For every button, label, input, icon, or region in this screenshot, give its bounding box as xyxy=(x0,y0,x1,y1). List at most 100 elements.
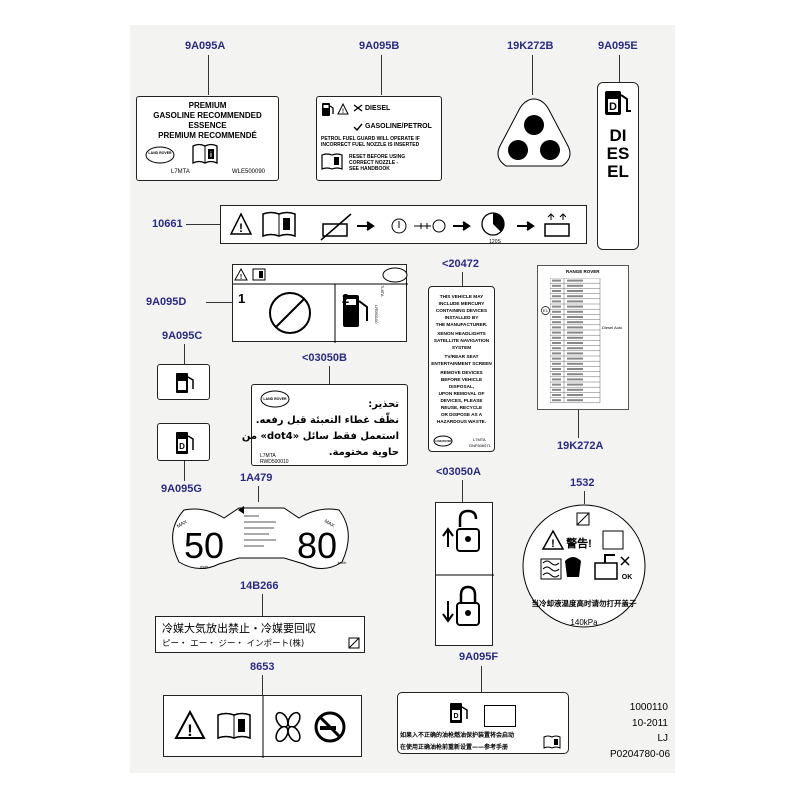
code-wle500090: WLE500090 xyxy=(232,169,266,175)
label-10661[interactable]: ! 120S xyxy=(220,205,587,245)
handbook-icon xyxy=(262,211,296,238)
label-9a095b[interactable]: ! DIESEL GASOLINE/PETROL PETROL FUEL GUA… xyxy=(316,96,442,181)
grid-cell-mark xyxy=(552,316,561,318)
callout-9a095f[interactable]: 9A095F xyxy=(459,651,499,663)
callout-9a095g[interactable]: 9A095G xyxy=(161,483,202,495)
grid-cell-mark xyxy=(552,399,561,402)
callout-8653[interactable]: 8653 xyxy=(250,661,275,673)
callout-9a095c[interactable]: 9A095C xyxy=(162,330,203,342)
svg-text:LAND ROVER: LAND ROVER xyxy=(148,151,172,155)
grid-cell-mark xyxy=(567,316,583,318)
footer-date: 10-2011 xyxy=(632,717,668,729)
black-dot xyxy=(524,115,544,135)
code-7l8ta: 7L8TA xyxy=(380,285,385,297)
label-03050b[interactable]: LAND ROVER تحذير: نظّف غطاء التعبئة قبل … xyxy=(241,384,408,466)
label-19k272b[interactable] xyxy=(494,96,574,170)
handbook-icon: i xyxy=(192,143,218,165)
reset-text-2: CORRECT NOZZLE - xyxy=(349,160,399,166)
code-lr050100: LR050100 xyxy=(374,305,379,324)
grid-cell-mark xyxy=(552,295,561,298)
grid-cell-mark xyxy=(567,321,583,324)
leader-line xyxy=(462,480,463,502)
leader-line xyxy=(381,55,382,95)
arrow-down-icon xyxy=(442,601,454,623)
label-9a095d[interactable]: ! 1 2 7L8TA LR050100 xyxy=(232,264,408,343)
callout-9a095b[interactable]: 9A095B xyxy=(359,40,400,52)
premium-recommende-text: PREMIUM RECOMMENDÉ xyxy=(158,131,257,140)
grid-cell-mark xyxy=(552,331,561,334)
svg-text:LAND ROVER: LAND ROVER xyxy=(435,440,452,443)
grid-cell-mark xyxy=(567,300,583,303)
grid-cell-mark xyxy=(567,336,583,339)
footer-initials: LJ xyxy=(657,733,668,744)
callout-1a479[interactable]: 1A479 xyxy=(240,472,273,484)
grid-cell-mark xyxy=(567,352,583,355)
code-l7mta: L7MTA xyxy=(473,437,486,442)
callout-19k272a[interactable]: 19K272A xyxy=(557,440,604,452)
callout-03050b[interactable]: <03050B xyxy=(302,352,347,364)
label-9a095c[interactable] xyxy=(157,364,210,400)
svg-text:D: D xyxy=(179,442,185,451)
grid-cell-mark xyxy=(552,383,561,386)
label-9a095a[interactable]: PREMIUM GASOLINE RECOMMENDED ESSENCE PRE… xyxy=(136,96,279,181)
pressure-text: 140kPa xyxy=(570,618,598,627)
callout-1532[interactable]: 1532 xyxy=(570,477,595,489)
label-1532[interactable]: ! 警告! OK 当冷却液温度高时请勿打开盖子 140kPa xyxy=(521,503,647,629)
svg-text:!: ! xyxy=(240,274,242,281)
radiator-cap-icon xyxy=(594,554,618,580)
label-03050a[interactable] xyxy=(435,502,494,646)
land-rover-logo-icon: LAND ROVER xyxy=(145,146,175,164)
fuel-pump-diesel-icon: D xyxy=(605,91,631,115)
callout-03050a[interactable]: <03050A xyxy=(436,466,481,478)
step-one-number: 1 xyxy=(238,291,246,306)
grid-cell-mark xyxy=(552,284,561,287)
grid-cell-mark xyxy=(552,310,561,313)
callout-19k272b[interactable]: 19K272B xyxy=(507,40,554,52)
label-9a095d-graphic: ! xyxy=(233,267,408,343)
no-smoking-icon xyxy=(314,711,346,743)
grid-cell-mark xyxy=(552,336,561,339)
code-rwd500010: RWD500010 xyxy=(260,459,289,465)
label-9a095f[interactable]: D 如果入不正确的油枪燃油保护装置将会启动 在使用正确油枪前重新设置——参考手册 xyxy=(397,692,569,754)
label-1a479[interactable]: 50 80 MAX MAX mph km/h xyxy=(164,502,354,572)
grid-cell-mark xyxy=(567,378,583,381)
leader-line xyxy=(532,55,533,95)
fuel-pump-diesel-icon: D xyxy=(176,432,194,454)
leader-line xyxy=(208,55,209,95)
callout-9a095a[interactable]: 9A095A xyxy=(185,40,226,52)
grid-cell-mark xyxy=(552,378,561,381)
callout-14b266[interactable]: 14B266 xyxy=(240,580,279,592)
svg-text:D: D xyxy=(453,713,458,720)
label-19k272a[interactable]: RANGE ROVER E1 Diesel Auto xyxy=(537,265,629,410)
padlock-closed-icon xyxy=(456,585,480,626)
grid-cell-mark xyxy=(567,326,583,329)
grid-cell-mark xyxy=(552,326,561,329)
premium-text: PREMIUM xyxy=(188,101,227,110)
label-9a095g[interactable]: D xyxy=(157,423,210,461)
callout-10661[interactable]: 10661 xyxy=(152,218,183,230)
grid-cell-mark xyxy=(567,295,583,298)
callout-20472[interactable]: <20472 xyxy=(442,258,480,270)
callout-9a095e[interactable]: 9A095E xyxy=(598,40,638,52)
grid-cell-mark xyxy=(567,305,583,308)
label-9a095e[interactable]: D DIESEL xyxy=(597,82,639,250)
warning-triangle-icon: ! xyxy=(337,103,349,115)
land-rover-logo-icon: LAND ROVER xyxy=(433,435,453,447)
label-8653[interactable]: ! xyxy=(163,695,362,758)
grid-cell-mark xyxy=(567,368,583,370)
label-14b266[interactable]: 冷媒大気放出禁止・冷媒要回収 ピー・ エー・ ジー・ インポート(株) xyxy=(155,616,365,653)
svg-text:i: i xyxy=(210,152,212,159)
code-l7mta: L7MTA xyxy=(171,169,190,175)
arabic-line-3: استعمل فقط سائل «dot4» من xyxy=(241,431,399,442)
fuel-guard-warning-2: INCORRECT FUEL NOZZLE IS INSERTED xyxy=(321,142,420,148)
svg-text:E1: E1 xyxy=(543,308,549,313)
svg-text:!: ! xyxy=(342,109,344,115)
handbook-icon xyxy=(602,530,624,550)
arabic-line-4: حاوية مختومة. xyxy=(328,447,399,458)
arabic-line-2: نظّف غطاء التعبئة قبل رفعه. xyxy=(255,415,399,426)
callout-9a095d[interactable]: 9A095D xyxy=(146,296,187,308)
grid-cell-mark xyxy=(552,279,561,282)
grid-cell-mark xyxy=(567,394,583,396)
